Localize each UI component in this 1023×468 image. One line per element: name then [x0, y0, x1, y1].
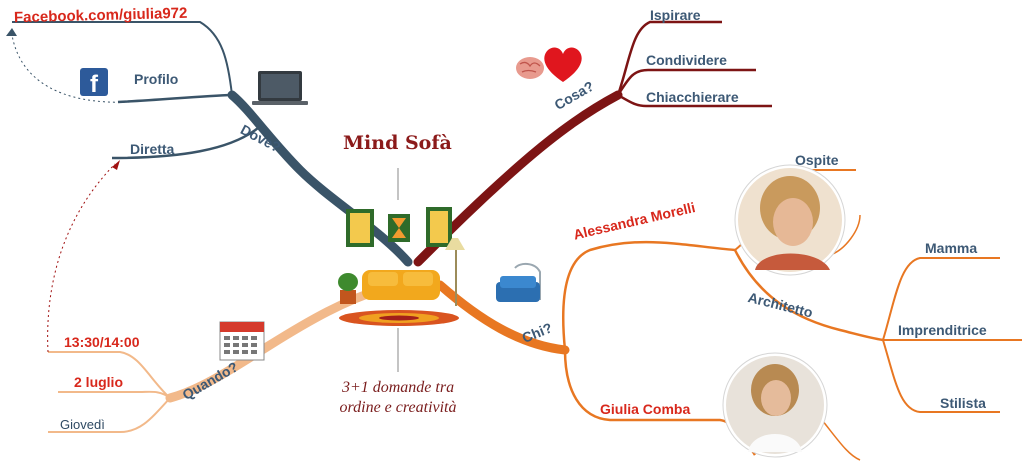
- plant-icon: [340, 290, 356, 304]
- calendar-icon: [219, 321, 265, 361]
- facebook-icon: f: [80, 68, 108, 98]
- facebook-url-label[interactable]: Facebook.com/giulia972: [13, 4, 188, 27]
- map-subtitle: 3+1 domande tra ordine e creatività: [318, 378, 478, 418]
- portrait-giulia: [722, 352, 828, 458]
- role-mamma-label: Mamma: [925, 240, 978, 256]
- giulia-comba-label: Giulia Comba: [600, 401, 691, 417]
- cosa-item-condividere: Condividere: [646, 52, 727, 68]
- diretta-label: Diretta: [130, 141, 175, 157]
- quando-day-label: Giovedì: [60, 417, 105, 432]
- central-living-room-image: [338, 207, 465, 326]
- lamp-icon: [445, 238, 465, 250]
- portrait-alessandra: [734, 164, 846, 276]
- ospite-label: Ospite: [795, 152, 839, 168]
- role-stilista-label: Stilista: [940, 395, 986, 411]
- svg-text:f: f: [90, 71, 99, 98]
- blue-sofa-icon: [496, 262, 541, 302]
- quando-date-label: 2 luglio: [74, 374, 123, 390]
- brain-heart-icon: [516, 47, 582, 82]
- cosa-item-ispirare: Ispirare: [650, 7, 701, 23]
- laptop-icon: [252, 71, 308, 105]
- profilo-label: Profilo: [134, 71, 179, 87]
- subtitle-line-1: 3+1 domande tra: [341, 379, 455, 396]
- role-imprenditrice-label: Imprenditrice: [898, 322, 987, 338]
- subtitle-line-2: ordine e creatività: [339, 399, 457, 416]
- map-title: Mind Sofà: [343, 132, 452, 154]
- quando-time-label: 13:30/14:00: [64, 334, 140, 350]
- branch-dove: [6, 21, 413, 267]
- frame-middle: [388, 214, 410, 242]
- cosa-item-chiacchierare: Chiacchierare: [646, 89, 739, 105]
